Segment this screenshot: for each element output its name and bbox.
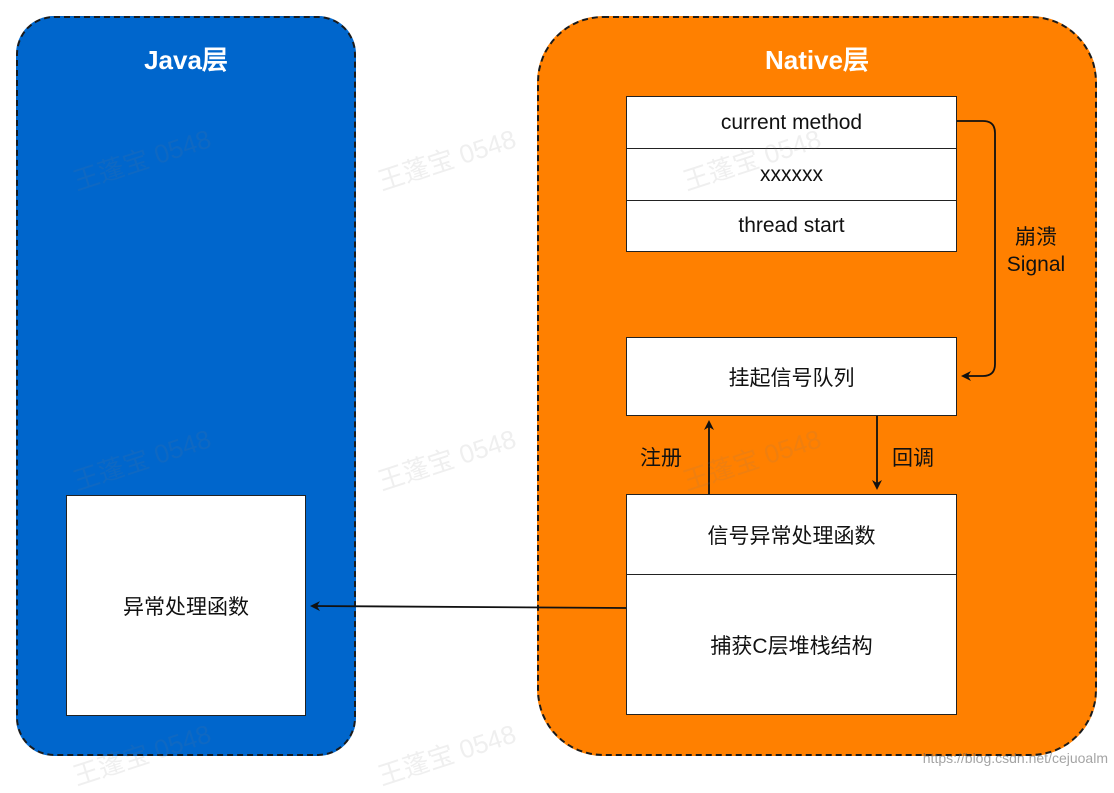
signal-handler-title: 信号异常处理函数 [707,524,876,548]
java-layer-title: Java层 [144,45,228,75]
watermark: 王蓬宝 0548 [374,123,520,197]
signal-label: Signal [1006,253,1066,276]
stack-frame-middle: xxxxxx [627,149,956,201]
pending-signal-queue-box: 挂起信号队列 [626,337,957,416]
native-stack-box: current method xxxxxx thread start [626,96,957,252]
java-exception-handler-label: 异常处理函数 [123,595,249,619]
stack-frame-thread-start: thread start [627,201,956,251]
native-layer-title: Native层 [764,45,870,75]
signal-handler-title-row: 信号异常处理函数 [627,495,956,575]
crash-signal-label: 崩溃 Signal [1000,224,1072,278]
stack-frame-label: thread start [738,214,845,237]
signal-handler-action: 捕获C层堆栈结构 [710,634,873,658]
stack-frame-current-method: current method [627,97,956,149]
watermark: 王蓬宝 0548 [374,718,520,792]
signal-handler-action-row: 捕获C层堆栈结构 [627,575,956,714]
signal-handler-box: 信号异常处理函数 捕获C层堆栈结构 [626,494,957,715]
crash-label: 崩溃 [1015,226,1057,249]
stack-frame-label: current method [720,110,863,134]
java-exception-handler-box: 异常处理函数 [66,495,306,716]
watermark: 王蓬宝 0548 [374,423,520,497]
source-credit: https://blog.csdn.net/cejuoalm [922,750,1108,766]
callback-label: 回调 [892,447,934,470]
pending-signal-queue-label: 挂起信号队列 [728,366,855,390]
stack-frame-label: xxxxxx [760,162,823,186]
register-label: 注册 [640,447,682,470]
